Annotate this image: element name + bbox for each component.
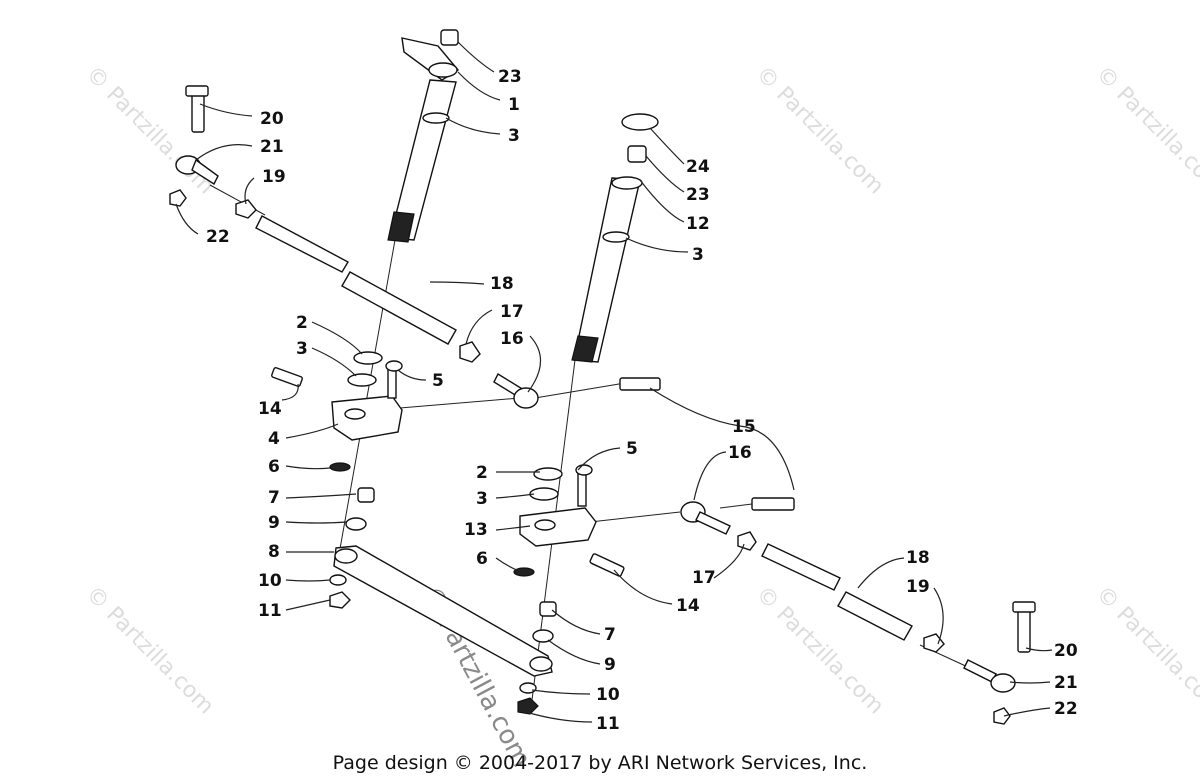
right-tie-rod bbox=[680, 501, 1036, 725]
label-21-right: 21 bbox=[1054, 673, 1078, 693]
label-2-right: 2 bbox=[476, 463, 488, 483]
label-3-top: 3 bbox=[508, 126, 520, 146]
leader-lines bbox=[175, 41, 1053, 723]
label-8: 8 bbox=[268, 542, 280, 562]
part-labels: 23 1 3 20 21 19 22 18 17 16 2 3 5 14 4 6… bbox=[206, 67, 1078, 734]
label-14-left: 14 bbox=[258, 399, 282, 419]
label-22-left: 22 bbox=[206, 227, 230, 247]
label-21-left: 21 bbox=[260, 137, 284, 157]
watermark-top-right: © Partzilla.com bbox=[751, 62, 889, 200]
label-17-left: 17 bbox=[500, 302, 524, 322]
label-19-right: 19 bbox=[906, 577, 930, 597]
label-23-top: 23 bbox=[498, 67, 522, 87]
label-11-left: 11 bbox=[258, 601, 282, 621]
label-3-right: 3 bbox=[692, 245, 704, 265]
label-24: 24 bbox=[686, 157, 710, 177]
footer-copyright: Page design © 2004-2017 by ARI Network S… bbox=[332, 752, 868, 774]
left-steering-post bbox=[387, 29, 460, 243]
label-20-left: 20 bbox=[260, 109, 284, 129]
label-13: 13 bbox=[464, 520, 488, 540]
label-23-right: 23 bbox=[686, 185, 710, 205]
label-16-left: 16 bbox=[500, 329, 524, 349]
label-5-left: 5 bbox=[432, 371, 444, 391]
label-16-right: 16 bbox=[728, 443, 752, 463]
label-9-right: 9 bbox=[604, 655, 616, 675]
left-steering-arm bbox=[271, 351, 403, 531]
label-18-right: 18 bbox=[906, 548, 930, 568]
label-5-right: 5 bbox=[626, 439, 638, 459]
watermarks: © Partzilla.com © Partzilla.com © Partzi… bbox=[81, 62, 1200, 773]
right-steering-arm bbox=[513, 377, 795, 577]
label-7-left: 7 bbox=[268, 488, 280, 508]
watermark-top-far-right: © Partzilla.com bbox=[1091, 62, 1200, 200]
pitman-arm bbox=[329, 545, 557, 715]
label-9-left: 9 bbox=[268, 513, 280, 533]
label-22-right: 22 bbox=[1054, 699, 1078, 719]
label-6-right: 6 bbox=[476, 549, 488, 569]
label-17-right: 17 bbox=[692, 568, 716, 588]
watermark-bottom-far-right: © Partzilla.com bbox=[1091, 582, 1200, 720]
label-10-left: 10 bbox=[258, 571, 282, 591]
watermark-bottom-right: © Partzilla.com bbox=[751, 582, 889, 720]
label-3-left: 3 bbox=[296, 339, 308, 359]
label-15: 15 bbox=[732, 417, 756, 437]
label-3-mid: 3 bbox=[476, 489, 488, 509]
label-11-right: 11 bbox=[596, 714, 620, 734]
label-20-right: 20 bbox=[1054, 641, 1078, 661]
label-4: 4 bbox=[268, 429, 280, 449]
label-14-right: 14 bbox=[676, 596, 700, 616]
label-12: 12 bbox=[686, 214, 710, 234]
label-7-right: 7 bbox=[604, 625, 616, 645]
label-6-left: 6 bbox=[268, 457, 280, 477]
label-10-right: 10 bbox=[596, 685, 620, 705]
label-2-left: 2 bbox=[296, 313, 308, 333]
label-18-left: 18 bbox=[490, 274, 514, 294]
label-1: 1 bbox=[508, 95, 520, 115]
right-steering-post bbox=[571, 113, 659, 363]
label-19-left: 19 bbox=[262, 167, 286, 187]
left-tie-rod bbox=[169, 85, 539, 409]
watermark-bottom-left: © Partzilla.com bbox=[81, 582, 219, 720]
